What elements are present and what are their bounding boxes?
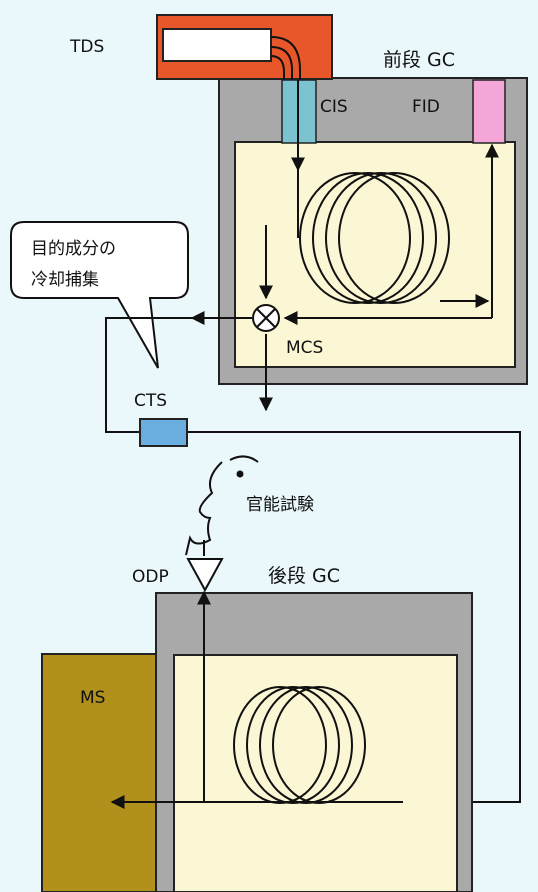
fid-detector (472, 79, 506, 144)
odp-label: ODP (132, 567, 169, 587)
mcs-label: MCS (286, 338, 323, 358)
face-profile-icon (185, 455, 259, 556)
cts-label: CTS (134, 391, 167, 411)
callout-line2: 冷却捕集 (31, 270, 99, 290)
callout-bubble (10, 221, 189, 369)
front-column-coil (299, 172, 450, 304)
sensory-test-label: 官能試験 (246, 495, 314, 515)
tds-transfer-line (270, 36, 301, 80)
ms-label: MS (80, 688, 105, 708)
front-gc-oven (234, 141, 516, 368)
front-gc-label: 前段 GC (383, 49, 455, 71)
callout-line1: 目的成分の (31, 239, 116, 259)
ms-detector (41, 653, 157, 892)
tds-label: TDS (69, 37, 104, 57)
fid-label: FID (412, 97, 440, 117)
tds-transfer-line (270, 46, 293, 80)
cts-transfer-line (105, 317, 192, 433)
mcs-switch (252, 304, 280, 332)
odp-port-icon (186, 558, 224, 593)
cis-label: CIS (320, 97, 348, 117)
face-eye (236, 470, 244, 478)
cts-trap (139, 418, 188, 447)
tds-tube (162, 28, 272, 62)
rear-gc-label: 後段 GC (268, 565, 340, 587)
tds-transfer-line (270, 55, 285, 80)
rear-gc-oven (173, 654, 458, 892)
